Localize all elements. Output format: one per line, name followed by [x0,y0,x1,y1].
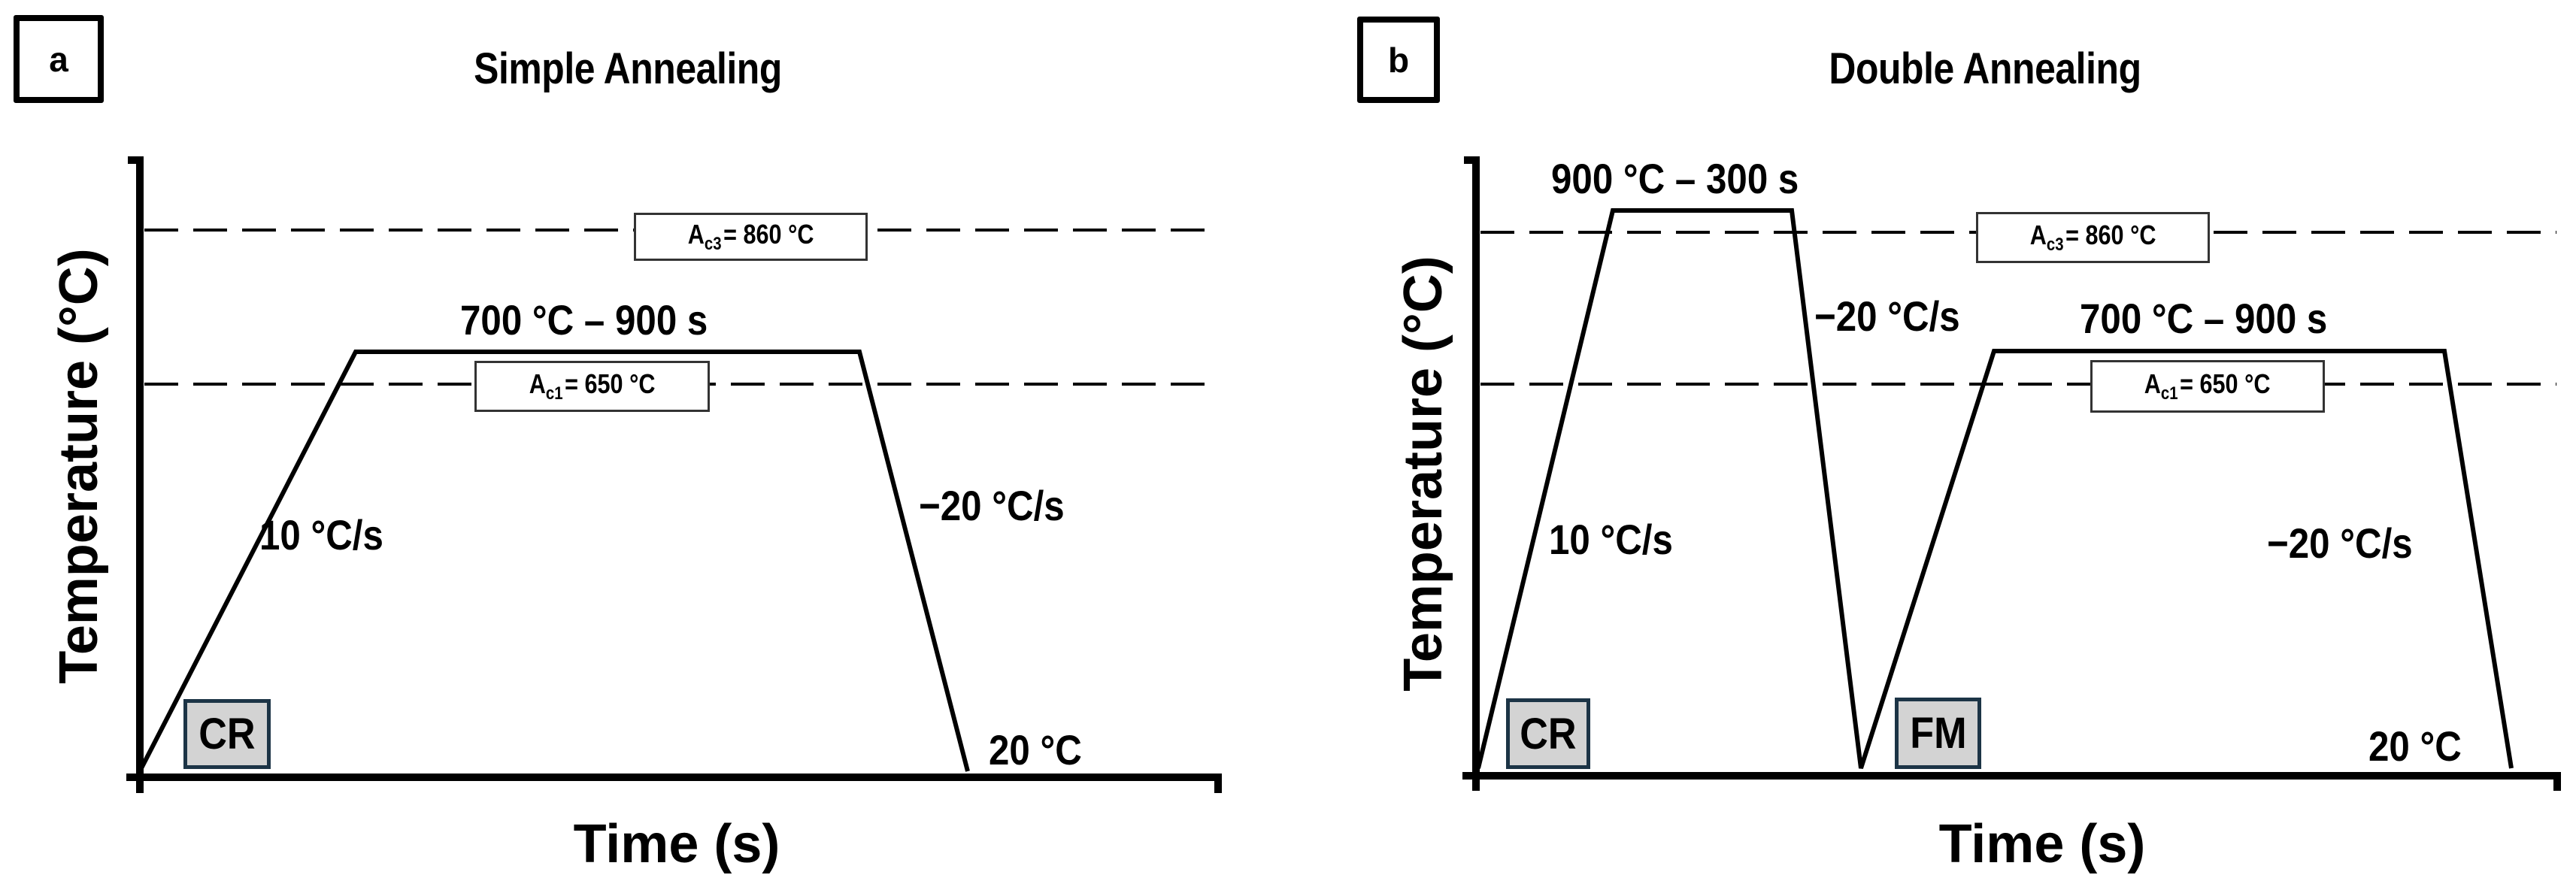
panel-a-final-temp-label: 20 °C [989,726,1082,774]
panel-a-tag-text: a [49,39,68,79]
panel-a-heating-rate-label: 10 °C/s [259,511,383,559]
panel-a-hold-label: 700 °C – 900 s [460,296,708,344]
panel-b-cooling-rate1-label: −20 °C/s [1814,292,1960,340]
panel-a-thermal-curve [139,350,970,772]
panel-a-tag: a [14,15,104,103]
panel-b-ac1-label: Ac1 = 650 °C [2090,360,2325,413]
panel-a-axes [126,156,1222,793]
panel-a-x-axis-label: Time (s) [573,814,780,874]
panel-b-cr-badge: CR [1506,698,1590,769]
panel-b-fm-badge: FM [1895,698,1981,769]
panel-b-x-axis-label: Time (s) [1938,814,2146,874]
panel-a-y-axis-label: Temperature (°C) [49,248,109,684]
panel-b-ac3-label: Ac3 = 860 °C [1976,212,2210,263]
panel-b-x-axis [1462,772,2561,791]
panel-a-y-axis [128,156,144,793]
panel-a-ac3-label: Ac3 = 860 °C [634,213,868,261]
panel-b-heating-rate-label: 10 °C/s [1549,516,1673,563]
panel-b-y-axis-label: Temperature (°C) [1393,256,1453,692]
panel-b-tag: b [1357,17,1440,103]
panel-a-cooling-rate-label: −20 °C/s [919,482,1065,529]
panel-b-cooling-rate2-label: −20 °C/s [2267,519,2413,567]
panel-b-tag-text: b [1387,40,1410,80]
panel-b-title: Double Annealing [1829,44,2141,93]
panel-b-hold2-label: 700 °C – 900 s [2080,295,2328,342]
panel-a-cr-badge: CR [183,699,271,769]
panel-a-x-axis [126,774,1222,793]
panel-b-hold1-label: 900 °C – 300 s [1551,155,1799,202]
panel-b-final-temp-label: 20 °C [2368,722,2462,770]
panel-b-y-axis [1464,156,1480,791]
panel-a-title: Simple Annealing [474,44,782,93]
panel-a-ac1-label: Ac1 = 650 °C [474,361,710,412]
panel-b-thermal-curve [1476,208,2514,769]
panel-b-axes [1462,156,2561,791]
